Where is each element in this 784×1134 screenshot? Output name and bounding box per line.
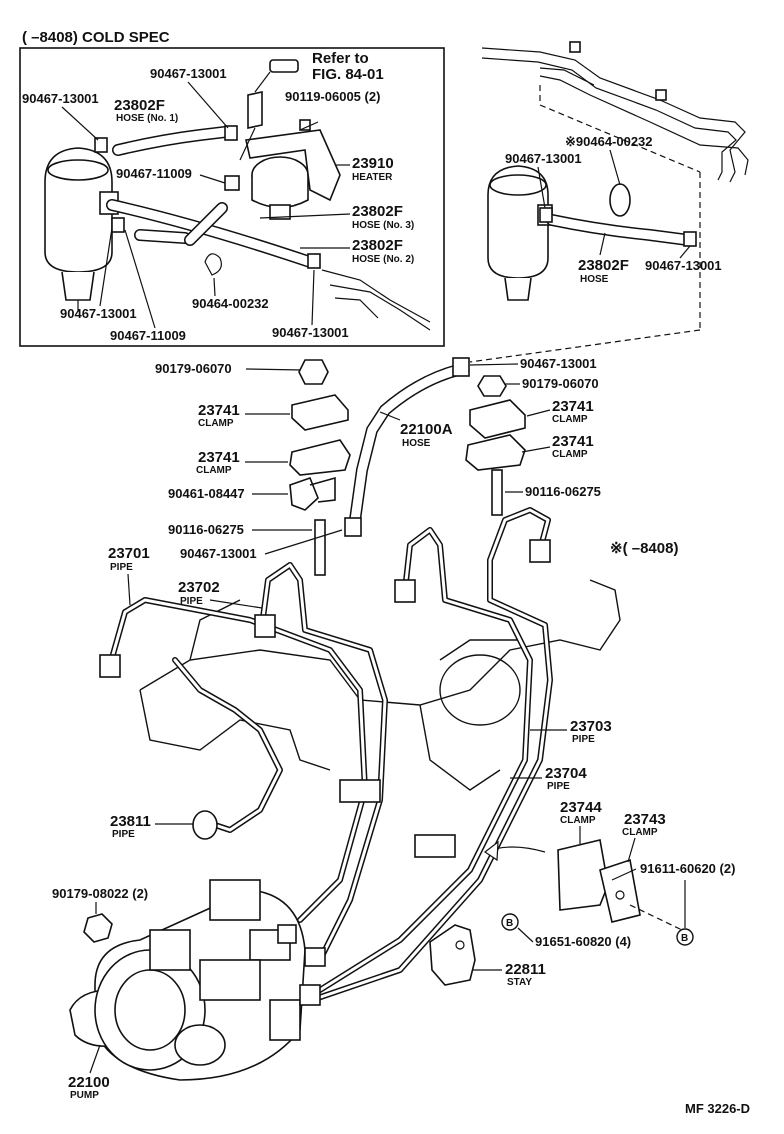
label-22100A: 22100A: [400, 421, 453, 438]
label-heater: HEATER: [352, 172, 393, 183]
label-23743: 23743: [624, 811, 666, 828]
label-pipe-23702: PIPE: [180, 596, 203, 607]
stud-90116-06275-b: [491, 469, 503, 516]
label-hose-no1: HOSE (No. 1): [116, 113, 178, 124]
label-90179-06070-b: 90179-06070: [522, 376, 599, 391]
figure-code: MF 3226-D: [685, 1101, 750, 1116]
label-90467-11009-a: 90467-11009: [116, 166, 192, 181]
refer-to-line2: FIG. 84-01: [312, 66, 384, 83]
label-90116-06275-a: 90116-06275: [168, 522, 244, 537]
label-90467-11009-b: 90467-11009: [110, 328, 186, 343]
label-91651-60820: 91651-60820 (4): [535, 934, 631, 949]
clamp-23741-b: [289, 439, 351, 476]
clamp-23741-c: [469, 399, 526, 439]
label-90467-13001-b: 90467-13001: [150, 66, 227, 81]
label-90116-06275-b: 90116-06275: [525, 484, 601, 499]
label-clamp-b: CLAMP: [196, 465, 232, 476]
upper-right-fuel-lines: [481, 41, 749, 183]
label-clamp-d: CLAMP: [552, 449, 588, 460]
label-90464-00232-b: ※90464-00232: [565, 134, 653, 149]
label-23802F-hose2: 23802F: [352, 237, 403, 254]
label-90464-00232-a: 90464-00232: [192, 296, 269, 311]
engine-block-outline: [139, 579, 621, 791]
label-23741-c: 23741: [552, 398, 594, 415]
label-90467-13001-e: 90467-13001: [505, 151, 582, 166]
label-90467-13001-c: 90467-13001: [272, 325, 349, 340]
label-clamp-23744: CLAMP: [560, 815, 596, 826]
bolt-b-marker-1: [501, 913, 519, 931]
label-90467-13001-d: 90467-13001: [60, 306, 137, 321]
label-23703: 23703: [570, 718, 612, 735]
label-23744: 23744: [560, 799, 602, 816]
label-23802F-hose: 23802F: [578, 257, 629, 274]
nut-90179-06070-a: [298, 359, 329, 385]
injection-pipes: [99, 507, 553, 1003]
label-91611-60620: 91611-60620 (2): [640, 861, 735, 876]
label-90179-08022: 90179-08022 (2): [52, 886, 148, 901]
stud-90116-06275-a: [314, 519, 326, 576]
heater-23910: [239, 59, 341, 220]
label-stay: STAY: [507, 977, 532, 988]
label-90467-13001-h: 90467-13001: [180, 546, 257, 561]
bolt-b-label-1: B: [506, 918, 513, 929]
nut-90179-08022: [83, 913, 113, 943]
fuel-filter-inset: [44, 147, 119, 312]
label-90467-13001-g: 90467-13001: [520, 356, 597, 371]
label-clamp-a: CLAMP: [198, 418, 234, 429]
clamp-23741-d: [465, 434, 526, 471]
label-pipe-23703: PIPE: [572, 734, 595, 745]
label-23811: 23811: [110, 813, 151, 830]
label-pipe-23701: PIPE: [110, 562, 133, 573]
clamp-23741-a: [291, 394, 349, 431]
label-90467-13001-f: 90467-13001: [645, 258, 722, 273]
label-23910: 23910: [352, 155, 394, 172]
label-clamp-23743: CLAMP: [622, 827, 658, 838]
refer-to-line1: Refer to: [312, 50, 369, 67]
label-23741-d: 23741: [552, 433, 594, 450]
clamp-23744: [557, 839, 609, 911]
label-90179-06070-a: 90179-06070: [155, 361, 232, 376]
cold-spec-inset-frame: [19, 47, 445, 347]
nut-90179-06070-b: [477, 375, 507, 397]
bolt-b-marker-2: [676, 928, 694, 946]
label-hose-22100A: HOSE: [402, 438, 431, 449]
label-22100: 22100: [68, 1074, 110, 1091]
label-23802F-hose1: 23802F: [114, 97, 165, 114]
label-23741-a: 23741: [198, 402, 240, 419]
label-clamp-c: CLAMP: [552, 414, 588, 425]
label-23741-b: 23741: [198, 449, 240, 466]
stay-22811: [429, 924, 476, 986]
label-hose: HOSE: [580, 274, 609, 285]
injection-pump-22100: [69, 879, 326, 1081]
note-range-8408: ※( –8408): [610, 540, 678, 557]
label-pump: PUMP: [70, 1090, 99, 1101]
bolt-b-label-2: B: [681, 933, 688, 944]
bracket-90461-08447: [289, 476, 336, 511]
label-23802F-hose3: 23802F: [352, 203, 403, 220]
fuel-filter-right: [487, 165, 553, 301]
label-hose-no2: HOSE (No. 2): [352, 254, 414, 265]
label-23704: 23704: [545, 765, 587, 782]
cold-spec-header: ( –8408) COLD SPEC: [22, 29, 170, 46]
label-pipe-23704: PIPE: [547, 781, 570, 792]
label-90119-06005: 90119-06005 (2): [285, 89, 380, 104]
label-90467-13001-a: 90467-13001: [22, 91, 99, 106]
label-hose-no3: HOSE (No. 3): [352, 220, 414, 231]
label-22811: 22811: [505, 961, 546, 978]
label-23702: 23702: [178, 579, 220, 596]
label-23701: 23701: [108, 545, 150, 562]
label-90461-08447: 90461-08447: [168, 486, 245, 501]
label-pipe-23811: PIPE: [112, 829, 135, 840]
